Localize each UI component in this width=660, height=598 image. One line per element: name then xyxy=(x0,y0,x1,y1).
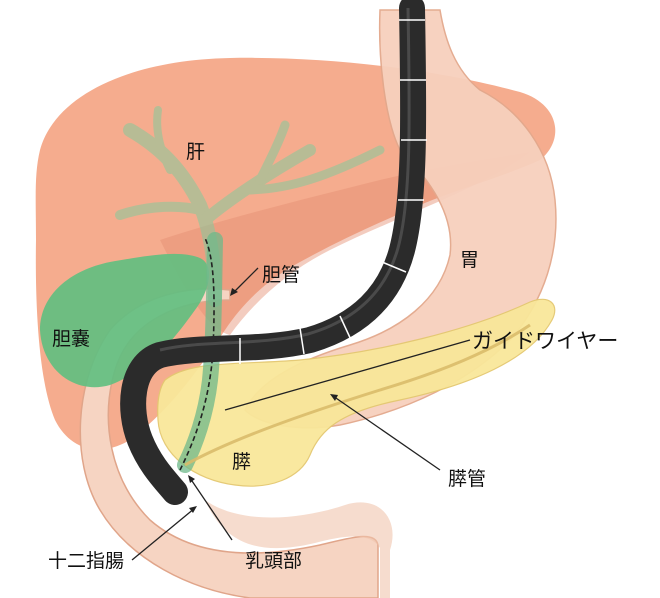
gallbladder-shape xyxy=(40,253,210,388)
label-liver: 肝 xyxy=(186,141,205,163)
endoscope-markings xyxy=(239,19,427,364)
label-duodenum: 十二指腸 xyxy=(48,550,124,572)
label-papilla: 乳頭部 xyxy=(245,550,302,572)
pancreas-shape xyxy=(157,298,556,487)
label-pancreas: 膵 xyxy=(232,451,251,473)
label-gallbladder: 胆嚢 xyxy=(52,328,90,350)
label-pancreatic-duct: 膵管 xyxy=(448,468,486,490)
duodenum-lower xyxy=(205,500,393,598)
label-guidewire: ガイドワイヤー xyxy=(472,329,618,353)
label-bile-duct: 胆管 xyxy=(262,264,300,286)
guidewire-line xyxy=(179,237,215,471)
common-bile-duct xyxy=(177,232,223,473)
leader-lines xyxy=(131,267,471,561)
label-stomach: 胃 xyxy=(460,249,479,271)
endoscope xyxy=(120,0,427,505)
pancreatic-duct xyxy=(184,323,531,467)
endoscope-highlight xyxy=(159,7,411,352)
